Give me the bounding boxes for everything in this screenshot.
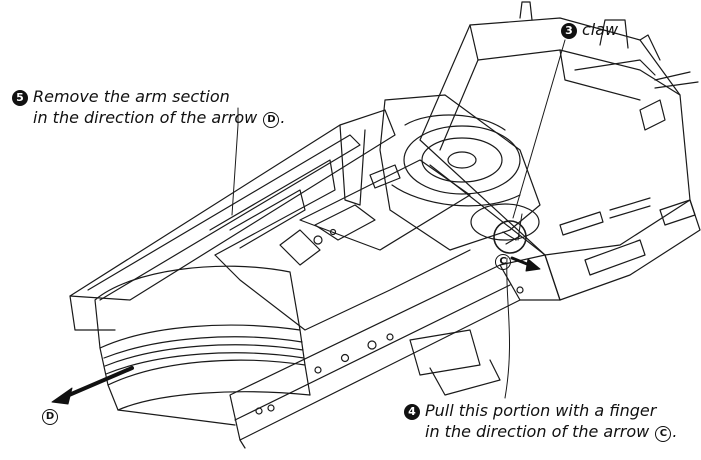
step-3-badge: 3 <box>561 23 577 39</box>
step-5-direction-text: in the direction of the arrow <box>33 108 258 127</box>
step-4-line2: in the direction of the arrow C. <box>404 421 677 442</box>
arrow-c-circle-label: C <box>495 254 511 270</box>
step-4-period: . <box>672 422 678 441</box>
step-4-line1: 4 Pull this portion with a finger <box>404 400 677 421</box>
front-bezel <box>94 265 311 426</box>
step-5-badge: 5 <box>12 90 28 106</box>
arrow-d-circle-label: D <box>42 409 58 425</box>
arm-section <box>69 109 471 331</box>
step-3-note: 3 claw <box>561 19 618 40</box>
step-5-line2: in the direction of the arrow D. <box>12 107 285 128</box>
side-rail <box>229 254 561 449</box>
step-4-badge: 4 <box>404 404 420 420</box>
claw-highlight <box>493 213 527 254</box>
step-4-direction-text: in the direction of the arrow <box>425 422 650 441</box>
arrow-d-head <box>51 387 73 405</box>
step-5-text: Remove the arm section <box>33 87 230 106</box>
arrow-d-label: D <box>263 112 280 128</box>
arrow-c-head <box>525 258 541 272</box>
leader-lines <box>231 39 566 399</box>
step-5-period: . <box>280 108 286 127</box>
step-5-line1: 5 Remove the arm section <box>12 86 285 107</box>
chassis-body <box>419 1 701 301</box>
arrow-c-marker: C <box>494 249 512 270</box>
step-4-note: 4 Pull this portion with a finger in the … <box>404 400 677 442</box>
step-4-text: Pull this portion with a finger <box>425 401 657 420</box>
step-5-note: 5 Remove the arm section in the direction… <box>12 86 285 128</box>
direction-arrows <box>51 256 541 405</box>
arrow-d-marker: D <box>41 404 59 425</box>
claw-label: claw <box>582 20 619 39</box>
arrow-c-label: C <box>655 426 672 442</box>
disc-tray <box>369 94 541 251</box>
